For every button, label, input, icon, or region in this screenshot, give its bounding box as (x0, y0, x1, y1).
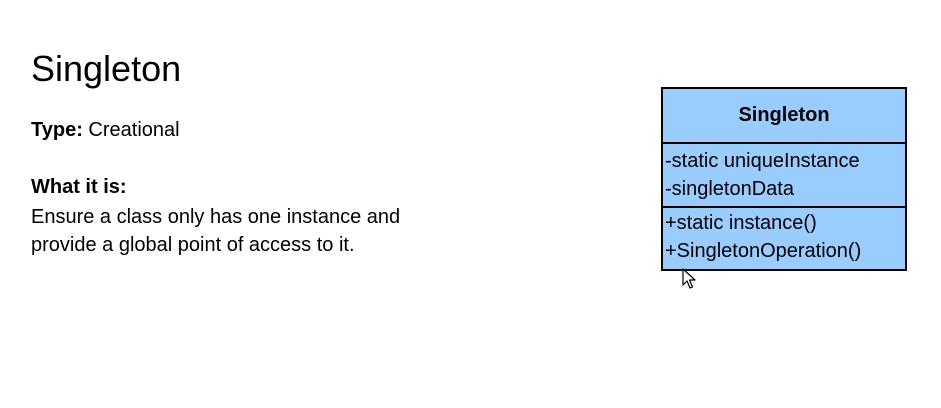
description-line: provide a global point of access to it. (31, 234, 355, 256)
uml-attribute: -singletonData (665, 178, 794, 200)
uml-class-box[interactable]: Singleton -static uniqueInstance -single… (661, 87, 907, 271)
uml-operation: +SingletonOperation() (665, 240, 862, 262)
uml-attributes-compartment: -static uniqueInstance -singletonData (663, 144, 905, 208)
pattern-description: Ensure a class only has one instance and… (31, 203, 491, 259)
what-it-is-heading: What it is: (31, 176, 127, 198)
uml-operation: +static instance() (665, 212, 817, 234)
uml-operations-compartment: +static instance() +SingletonOperation() (663, 208, 905, 265)
uml-class-name: Singleton (663, 89, 905, 144)
type-label: Type: (31, 119, 83, 141)
description-line: Ensure a class only has one instance and (31, 206, 401, 228)
arrow-cursor-icon (682, 268, 696, 289)
pattern-type: Type: Creational (31, 118, 180, 142)
type-value: Creational (82, 119, 180, 141)
slide-title: Singleton (31, 48, 182, 89)
uml-attribute: -static uniqueInstance (665, 150, 860, 172)
